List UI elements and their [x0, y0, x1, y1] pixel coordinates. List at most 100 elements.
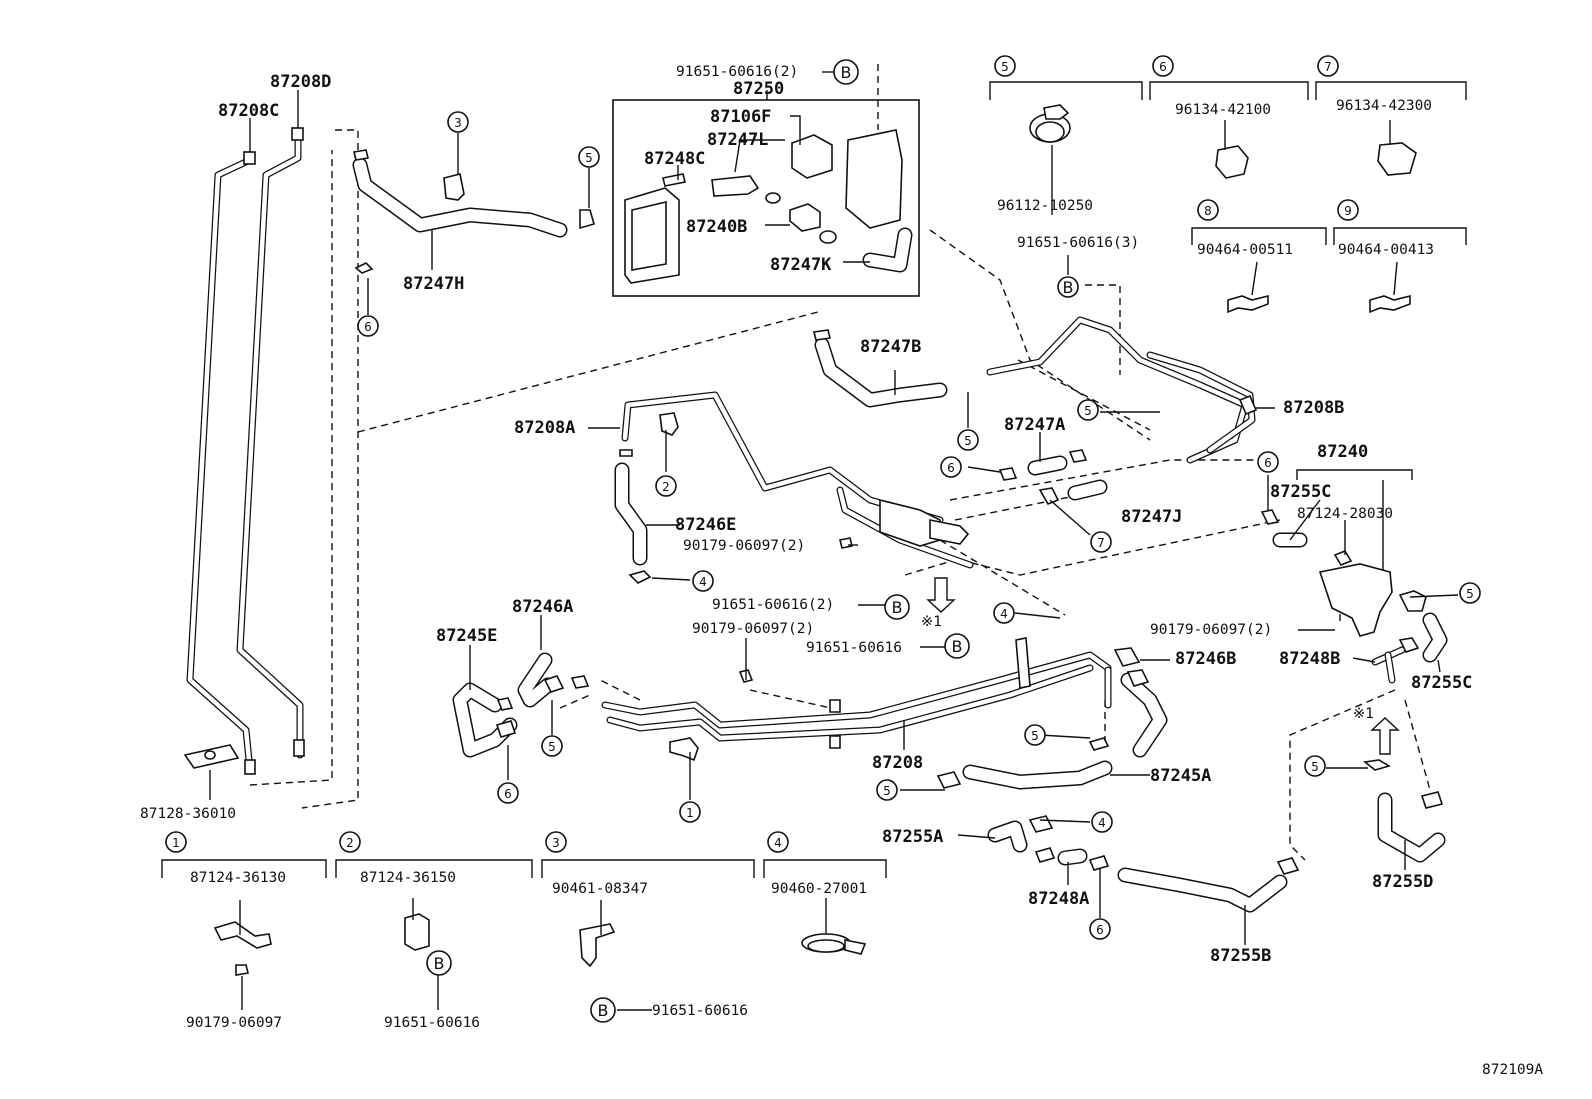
label-ref-1-a: ※1 [921, 614, 942, 630]
pipe-87208 [601, 637, 1112, 762]
label-87208: 87208 [872, 753, 923, 773]
hose-87245a [936, 737, 1113, 790]
svg-text:5: 5 [1466, 587, 1474, 601]
label-87208A: 87208A [514, 418, 575, 438]
label-90460-27001: 90460-27001 [771, 881, 867, 897]
label-87246B: 87246B [1175, 649, 1236, 669]
label-87208B: 87208B [1283, 398, 1344, 418]
callout-4-box: 4 [767, 831, 789, 853]
svg-text:6: 6 [364, 320, 372, 334]
label-90179-06097-2-a: 90179-06097(2) [683, 538, 805, 554]
label-87247H: 87247H [403, 274, 464, 294]
label-87240B: 87240B [686, 217, 747, 237]
hose-87255a [987, 815, 1054, 853]
callout-5-g: 5 [876, 779, 898, 801]
b-callout-bot3: B [590, 997, 616, 1023]
pipe-87208c [186, 151, 256, 775]
svg-text:4: 4 [1000, 607, 1008, 621]
label-90464-00511: 90464-00511 [1197, 242, 1293, 258]
callout-9-box: 9 [1337, 199, 1359, 221]
callout-5-d: 5 [1459, 582, 1481, 604]
callout-2-box: 2 [339, 831, 361, 853]
hose-87247a [998, 449, 1088, 481]
label-87255C-bot: 87255C [1411, 673, 1472, 693]
svg-text:1: 1 [172, 836, 180, 850]
dashed-guides [249, 64, 1431, 861]
b-callout-3: B [1057, 276, 1079, 298]
heater-unit-87250-box [612, 99, 920, 297]
svg-text:1: 1 [686, 806, 694, 820]
label-diagram-code: 872109A [1482, 1062, 1543, 1078]
bottom-part-boxes [161, 859, 887, 976]
callout-5-h: 5 [1304, 755, 1326, 777]
svg-text:B: B [434, 954, 445, 973]
label-96112-10250: 96112-10250 [997, 198, 1093, 214]
label-87255D: 87255D [1372, 872, 1433, 892]
svg-text:B: B [952, 637, 963, 656]
arrow-down-mid [926, 577, 956, 613]
label-91651-60616-bot3: 91651-60616 [652, 1003, 748, 1019]
svg-text:5: 5 [1031, 729, 1039, 743]
callout-6-box: 6 [1152, 55, 1174, 77]
label-ref-1-b: ※1 [1353, 706, 1374, 722]
callout-5-box: 5 [994, 55, 1016, 77]
callout-1-a: 1 [679, 801, 701, 823]
svg-text:7: 7 [1324, 60, 1332, 74]
leader-lines [209, 71, 1459, 1011]
grommet-87128-36010 [183, 744, 240, 769]
svg-text:6: 6 [947, 461, 955, 475]
callout-4-c: 4 [1091, 811, 1113, 833]
callout-circles: 3 5 6 5 6 7 8 9 2 5 5 6 6 7 4 4 5 5 6 1 … [165, 55, 1481, 940]
callout-6-e: 6 [1089, 918, 1111, 940]
callout-4-b: 4 [993, 602, 1015, 624]
b-callout-bot2: B [426, 950, 452, 976]
callout-5-f: 5 [1024, 724, 1046, 746]
callout-7-box: 7 [1317, 55, 1339, 77]
callout-1-box: 1 [165, 831, 187, 853]
callout-4-a: 4 [692, 570, 714, 592]
svg-text:3: 3 [454, 116, 462, 130]
label-90179-06097: 90179-06097 [186, 1015, 282, 1031]
label-87255A: 87255A [882, 827, 943, 847]
label-91651-60616-bot2: 91651-60616 [384, 1015, 480, 1031]
svg-text:B: B [892, 598, 903, 617]
label-91651-60616-3: 91651-60616(3) [1017, 235, 1139, 251]
label-90179-06097-2-b: 90179-06097(2) [692, 621, 814, 637]
hose-87248a [1034, 847, 1110, 871]
callout-5-c: 5 [1077, 399, 1099, 421]
svg-text:5: 5 [548, 740, 556, 754]
hose-87247j [1038, 479, 1108, 506]
label-90461-08347: 90461-08347 [552, 881, 648, 897]
label-87124-28030: 87124-28030 [1297, 506, 1393, 522]
callout-3-a: 3 [447, 111, 469, 133]
hose-87247h [352, 149, 595, 274]
label-96134-42300: 96134-42300 [1336, 98, 1432, 114]
svg-text:8: 8 [1204, 204, 1212, 218]
callout-5-a: 5 [578, 146, 600, 168]
valve-87240 [1260, 469, 1448, 663]
svg-text:7: 7 [1097, 536, 1105, 550]
svg-text:4: 4 [1098, 816, 1106, 830]
label-87245E: 87245E [436, 626, 497, 646]
label-91651-60616-mid: 91651-60616 [806, 640, 902, 656]
label-87247B: 87247B [860, 337, 921, 357]
callout-8-box: 8 [1197, 199, 1219, 221]
svg-text:9: 9 [1344, 204, 1352, 218]
label-91651-60616-2-mid: 91651-60616(2) [712, 597, 834, 613]
b-callout-top: B [833, 59, 859, 85]
svg-text:4: 4 [774, 836, 782, 850]
pipe-87208a [619, 391, 974, 569]
hose-87255b [1117, 857, 1300, 913]
hose-87246a [517, 652, 590, 708]
label-87255C-top: 87255C [1270, 482, 1331, 502]
label-87247K: 87247K [770, 255, 832, 275]
svg-text:5: 5 [1001, 60, 1009, 74]
callout-3-box: 3 [545, 831, 567, 853]
label-87106F: 87106F [710, 107, 771, 127]
svg-text:6: 6 [504, 787, 512, 801]
svg-text:B: B [1063, 278, 1074, 297]
bracket-item3-a [443, 173, 465, 201]
svg-text:5: 5 [964, 434, 972, 448]
label-87247A: 87247A [1004, 415, 1065, 435]
pipe-87208d [236, 127, 305, 759]
